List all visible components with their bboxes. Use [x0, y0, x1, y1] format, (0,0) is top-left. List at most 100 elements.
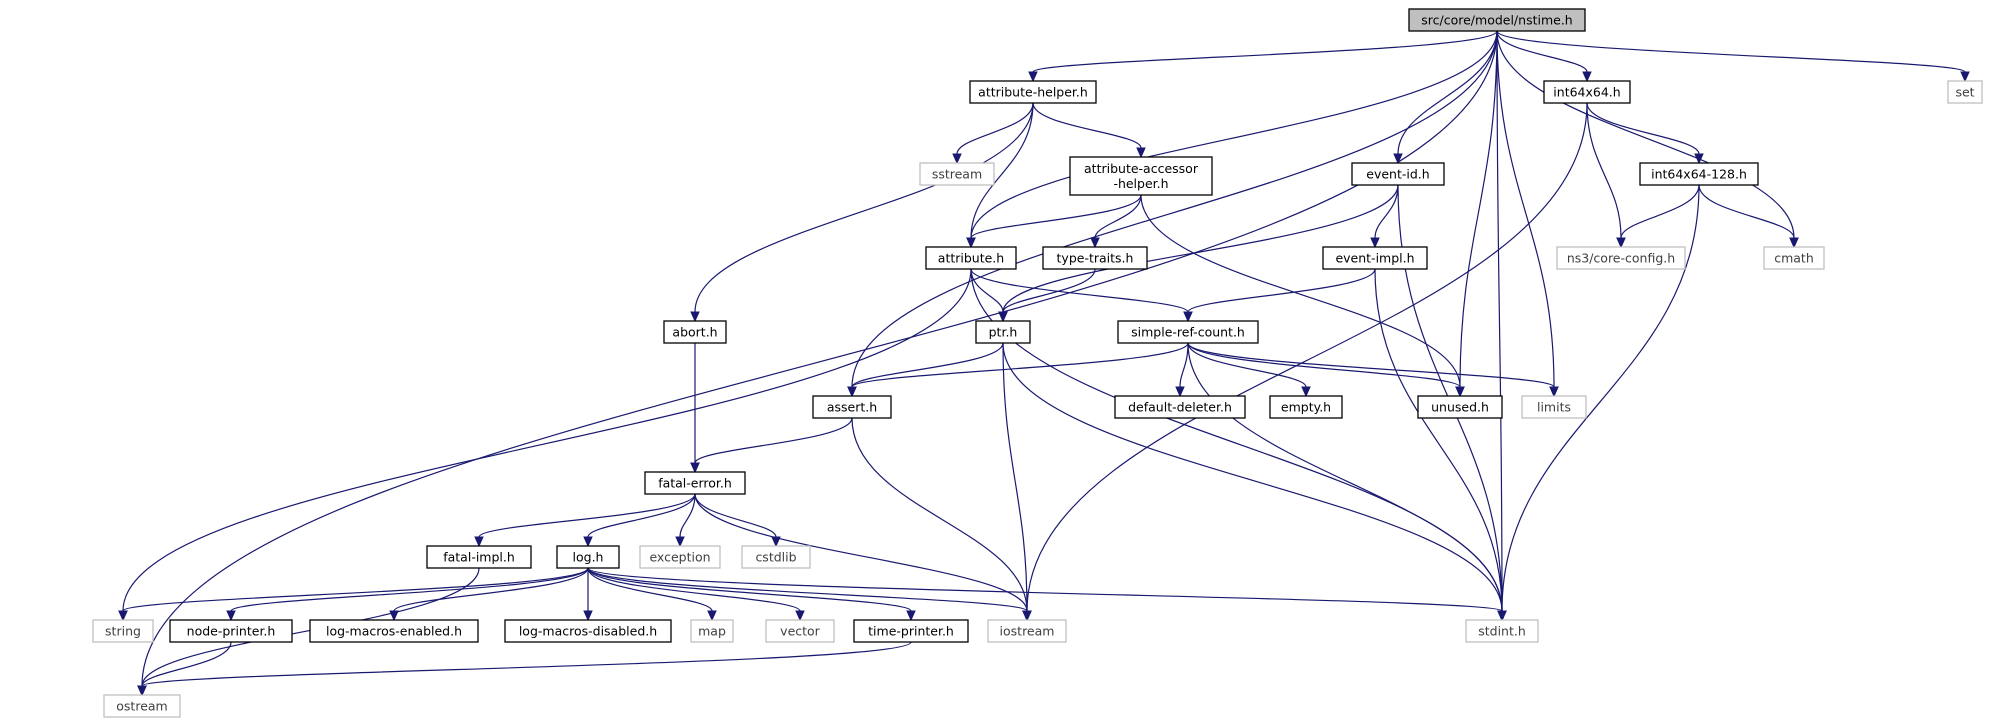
- node-label: vector: [780, 624, 821, 639]
- node-fatal-impl[interactable]: fatal-impl.h: [426, 545, 532, 569]
- arrowhead-icon: [583, 536, 593, 548]
- node-box: [690, 619, 734, 643]
- node-abort[interactable]: abort.h: [663, 320, 727, 344]
- arrowhead-icon: [474, 536, 484, 548]
- node-label: time-printer.h: [868, 624, 954, 639]
- node-ptr[interactable]: ptr.h: [975, 320, 1031, 344]
- node-box: [1042, 246, 1148, 270]
- node-simple-ref[interactable]: simple-ref-count.h: [1117, 320, 1259, 344]
- edge-line: [970, 102, 1034, 239]
- node-label: cstdlib: [755, 550, 796, 565]
- node-default-del[interactable]: default-deleter.h: [1114, 395, 1246, 419]
- edge-line: [1397, 30, 1498, 155]
- edge-line: [851, 417, 1028, 612]
- node-time-printer[interactable]: time-printer.h: [853, 619, 969, 643]
- arrowhead-icon: [1183, 311, 1193, 323]
- edge-log-to-vector: [587, 567, 805, 622]
- arrowhead-icon: [1497, 610, 1507, 622]
- edge-nstime-to-set: [1496, 30, 1970, 83]
- arrowhead-icon: [1582, 71, 1592, 83]
- node-label: iostream: [1000, 624, 1055, 639]
- node-label: unused.h: [1431, 400, 1489, 415]
- edge-int64x64_128-to-ns3_config: [1616, 184, 1700, 249]
- edge-line: [1374, 184, 1399, 239]
- arrowhead-icon: [1175, 386, 1185, 398]
- node-attr-accessor[interactable]: attribute-accessor-helper.h: [1069, 156, 1213, 196]
- node-assert[interactable]: assert.h: [812, 395, 892, 419]
- edge-log-to-map: [587, 567, 717, 622]
- node-iostream: iostream: [987, 619, 1067, 643]
- edge-int64x64-to-int64x64_128: [1586, 102, 1704, 165]
- node-box: [987, 619, 1067, 643]
- node-limits: limits: [1521, 395, 1587, 419]
- node-type-traits[interactable]: type-traits.h: [1042, 246, 1148, 270]
- node-log[interactable]: log.h: [556, 545, 620, 569]
- edge-line: [956, 102, 1034, 155]
- node-event-impl[interactable]: event-impl.h: [1322, 246, 1428, 270]
- edge-line: [1496, 30, 1588, 73]
- node-label: attribute.h: [938, 251, 1004, 266]
- edge-log-to-iostream: [587, 567, 1032, 622]
- arrowhead-icon: [1393, 153, 1403, 165]
- edge-ptr-to-assert: [847, 342, 1004, 398]
- node-box: [925, 246, 1017, 270]
- node-attribute[interactable]: attribute.h: [925, 246, 1017, 270]
- node-box: [1269, 395, 1343, 419]
- node-stdint: stdint.h: [1465, 619, 1539, 643]
- node-box: [765, 619, 835, 643]
- edge-line: [1374, 268, 1503, 612]
- edge-line: [1586, 102, 1622, 239]
- node-label: set: [1955, 85, 1974, 100]
- edge-nstime-to-stdint: [1496, 30, 1507, 622]
- node-label: abort.h: [672, 325, 717, 340]
- arrowhead-icon: [690, 462, 700, 474]
- edge-line: [1179, 342, 1189, 388]
- node-label: log-macros-disabled.h: [519, 624, 657, 639]
- edge-simple_ref-to-empty: [1187, 342, 1311, 398]
- arrowhead-icon: [966, 237, 976, 249]
- edge-line: [1496, 30, 1966, 73]
- arrowhead-icon: [1022, 610, 1032, 622]
- edge-event_impl-to-simple_ref: [1183, 268, 1376, 323]
- edge-simple_ref-to-assert: [847, 342, 1189, 398]
- node-log-enabled[interactable]: log-macros-enabled.h: [309, 619, 479, 643]
- edge-fatal_error-to-fatal_impl: [474, 493, 696, 548]
- node-label: type-traits.h: [1057, 251, 1134, 266]
- node-box: [812, 395, 892, 419]
- arrowhead-icon: [226, 610, 236, 622]
- edge-line: [1496, 30, 1795, 239]
- edge-line: [970, 194, 1142, 239]
- node-event-id[interactable]: event-id.h: [1351, 162, 1445, 186]
- node-label: string: [105, 624, 141, 639]
- arrowhead-icon: [1090, 237, 1100, 249]
- arrowhead-icon: [707, 610, 717, 622]
- node-empty[interactable]: empty.h: [1269, 395, 1343, 419]
- node-box: [1408, 8, 1586, 32]
- edge-nstime-to-int64x64: [1496, 30, 1592, 83]
- edge-line: [122, 567, 589, 612]
- edge-line: [1187, 342, 1503, 612]
- node-int64x64[interactable]: int64x64.h: [1543, 80, 1631, 104]
- edge-attribute-to-simple_ref: [970, 268, 1193, 323]
- node-label: fatal-error.h: [658, 476, 732, 491]
- edge-line: [851, 342, 1004, 388]
- node-node-printer[interactable]: node-printer.h: [169, 619, 293, 643]
- edge-fatal_error-to-exception: [675, 493, 696, 548]
- node-box: [1521, 395, 1587, 419]
- node-int64x64-128[interactable]: int64x64-128.h: [1639, 162, 1759, 186]
- node-box: [556, 545, 620, 569]
- node-label: event-impl.h: [1335, 251, 1414, 266]
- node-box: [969, 80, 1097, 104]
- node-box: [1543, 80, 1631, 104]
- arrowhead-icon: [795, 610, 805, 622]
- arrowhead-icon: [1455, 386, 1465, 398]
- node-box: [1465, 619, 1539, 643]
- node-unused[interactable]: unused.h: [1417, 395, 1503, 419]
- arrowhead-icon: [1789, 237, 1799, 249]
- node-fatal-error[interactable]: fatal-error.h: [644, 471, 746, 495]
- edge-time_printer-to-ostream: [137, 641, 912, 697]
- edge-line: [970, 268, 1189, 313]
- node-box: [1117, 320, 1259, 344]
- node-attr-helper[interactable]: attribute-helper.h: [969, 80, 1097, 104]
- node-log-disabled[interactable]: log-macros-disabled.h: [504, 619, 672, 643]
